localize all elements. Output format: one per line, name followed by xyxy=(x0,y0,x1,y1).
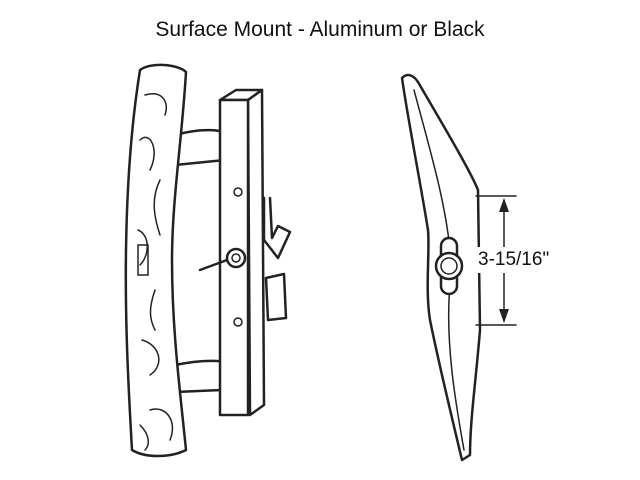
handle-grip xyxy=(124,63,188,458)
diagram-title: Surface Mount - Aluminum or Black xyxy=(155,18,485,41)
dimension-label: 3-15/16" xyxy=(476,247,552,273)
latch-hook xyxy=(262,196,292,322)
mounting-plate xyxy=(198,88,266,417)
handle-side-view xyxy=(400,73,482,462)
